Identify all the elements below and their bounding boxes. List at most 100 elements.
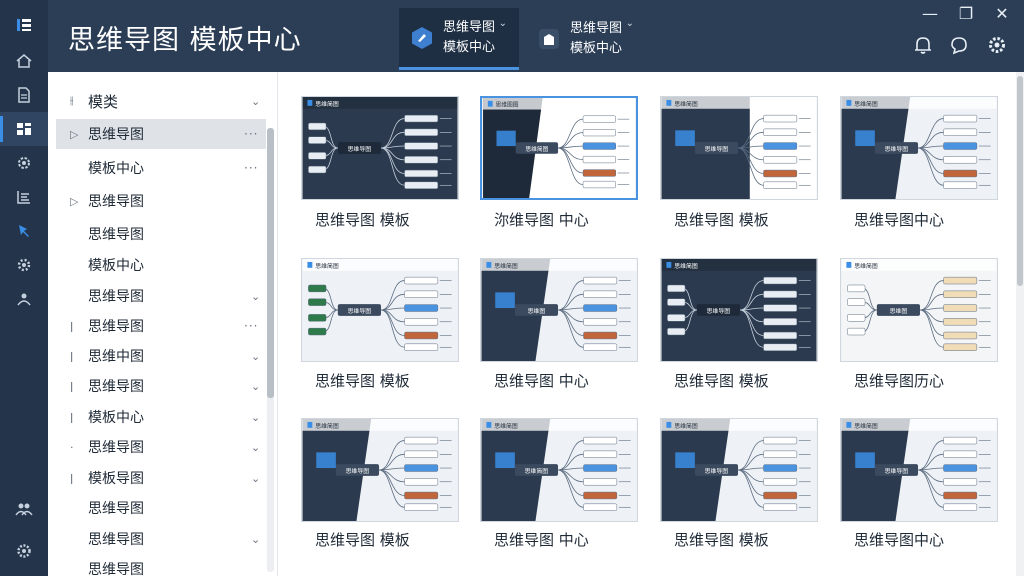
template-card[interactable]: 思维简图思维导图 bbox=[840, 96, 998, 200]
tree-item-label: 思维导图 bbox=[88, 440, 144, 456]
template-card[interactable]: 思维简图思维导图 bbox=[840, 418, 998, 522]
template-card-label[interactable]: 思维导图中心 bbox=[854, 531, 945, 549]
tab-mindmap-template-center-2[interactable]: 思维导图 模板中心 ⌄ bbox=[526, 8, 646, 70]
tab-mindmap-template-center[interactable]: 思维导图 模板中心 ⌄ bbox=[399, 8, 519, 70]
gear-icon[interactable] bbox=[0, 248, 48, 282]
tree-item[interactable]: 思维导图⌄ bbox=[56, 524, 314, 554]
template-card[interactable]: 思维简图思维导图 bbox=[660, 418, 818, 522]
svg-text:思维导图: 思维导图 bbox=[346, 467, 370, 475]
template-thumbnail: 思维简图思维简图 bbox=[481, 419, 637, 521]
grid-scrollbar[interactable] bbox=[1016, 72, 1024, 576]
template-card[interactable]: 思维图图思维简图 bbox=[480, 96, 638, 200]
restore-button[interactable]: ❐ bbox=[958, 3, 974, 23]
template-card[interactable]: 思维简图思维导图 bbox=[301, 96, 459, 200]
chevron-down-icon[interactable]: ⌄ bbox=[251, 94, 261, 108]
svg-text:思维简图: 思维简图 bbox=[525, 145, 548, 153]
list-icon[interactable] bbox=[0, 180, 48, 214]
template-card[interactable]: 思维简图思维图 bbox=[840, 258, 998, 362]
template-thumbnail: 思维简图思维导图 bbox=[661, 97, 817, 199]
tree-item[interactable]: 思维导图 bbox=[56, 554, 314, 576]
template-card[interactable]: 思维简图思维图 bbox=[480, 258, 638, 362]
template-card-label[interactable]: 思维导图 模板 bbox=[315, 372, 410, 390]
tree-scrollbar[interactable] bbox=[267, 128, 274, 572]
template-card-label[interactable]: 思维导图历心 bbox=[854, 372, 945, 390]
template-card-label[interactable]: 思维导图 中心 bbox=[494, 372, 589, 390]
tree-item[interactable]: 思维导图 ⌄ bbox=[56, 281, 314, 311]
tree-item[interactable]: ⫲模类⌄ bbox=[56, 86, 314, 116]
template-card[interactable]: 思维简图思维简图 bbox=[480, 418, 638, 522]
tree-item-label: 思维导图 bbox=[88, 289, 144, 305]
tree-item[interactable]: 思维导图 bbox=[56, 219, 314, 249]
tree-item-marker-icon: · bbox=[70, 440, 74, 454]
chevron-down-icon[interactable]: ⌄ bbox=[251, 440, 261, 454]
minimize-button[interactable]: — bbox=[922, 3, 938, 23]
svg-text:思维导图: 思维导图 bbox=[707, 307, 731, 315]
template-card[interactable]: 思维简图思维导图 bbox=[660, 96, 818, 200]
tree-item[interactable]: 思维导图 bbox=[56, 493, 314, 523]
cursor-icon[interactable] bbox=[0, 214, 48, 248]
svg-text:思维导图: 思维导图 bbox=[705, 467, 729, 475]
svg-text:思维简图: 思维简图 bbox=[525, 467, 549, 475]
tree-item-marker-icon: ⫲ bbox=[70, 94, 74, 107]
users-icon[interactable] bbox=[0, 492, 48, 526]
template-card-label[interactable]: 思维导图 中心 bbox=[494, 531, 589, 549]
template-card[interactable]: 思维简图思维导图 bbox=[301, 418, 459, 522]
tree-item[interactable]: ▷思维导图··· bbox=[56, 119, 266, 149]
template-card-label[interactable]: 思维导图 模板 bbox=[674, 531, 769, 549]
chevron-down-icon[interactable]: ⌄ bbox=[251, 532, 261, 546]
top-header: 思维导图 模板中心 思维导图 模板中心 ⌄ 思维导图 模板中心 ⌄ — ❐ ✕ bbox=[48, 0, 1024, 72]
svg-text:思维简图: 思维简图 bbox=[854, 422, 878, 430]
svg-text:思维简图: 思维简图 bbox=[854, 100, 878, 108]
settings-icon[interactable] bbox=[986, 34, 1008, 56]
tree-item[interactable]: 模板中心 bbox=[56, 250, 314, 280]
settings-icon[interactable] bbox=[0, 534, 48, 568]
svg-text:思维导图: 思维导图 bbox=[348, 307, 372, 315]
chevron-down-icon[interactable]: ⌄ bbox=[251, 289, 261, 303]
tree-item[interactable]: ▷思维导图 bbox=[56, 186, 314, 216]
template-card-label[interactable]: 思维导图 模板 bbox=[315, 531, 410, 549]
template-card-label[interactable]: 思维导图 模板 bbox=[315, 211, 410, 229]
bell-icon[interactable] bbox=[912, 34, 934, 56]
home-icon[interactable] bbox=[0, 44, 48, 78]
chevron-down-icon[interactable]: ⌄ bbox=[251, 410, 261, 424]
svg-text:思维图图: 思维图图 bbox=[496, 101, 519, 109]
chevron-down-icon[interactable]: ⌄ bbox=[251, 379, 261, 393]
team-icon[interactable] bbox=[0, 282, 48, 316]
template-card-label[interactable]: 思维导图 模板 bbox=[674, 372, 769, 390]
tree-item[interactable]: · 思维导图 ⌄ bbox=[56, 432, 314, 462]
grid-scrollbar-thumb[interactable] bbox=[1017, 76, 1023, 286]
chevron-down-icon[interactable]: ⌄ bbox=[251, 349, 261, 363]
tree-item-label: 思维导图 bbox=[88, 127, 144, 143]
tab-line2: 模板中心 bbox=[443, 39, 496, 55]
svg-text:思维导图: 思维导图 bbox=[348, 145, 372, 153]
svg-text:思维简图: 思维简图 bbox=[315, 100, 339, 108]
template-card-label[interactable]: 思维导图 模板 bbox=[674, 211, 769, 229]
template-card[interactable]: 思维简图思维导图 bbox=[660, 258, 818, 362]
close-button[interactable]: ✕ bbox=[995, 3, 1009, 23]
template-thumbnail: 思维简图思维导图 bbox=[302, 97, 458, 199]
more-options-icon[interactable]: ··· bbox=[244, 127, 259, 141]
template-card-label[interactable]: 沵维导图 中心 bbox=[494, 211, 589, 229]
tree-item-marker-icon: ▷ bbox=[70, 194, 79, 208]
template-card[interactable]: 思维简图思维导图 bbox=[301, 258, 459, 362]
tree-item-label: 思维导图 bbox=[88, 379, 144, 395]
tree-item[interactable]: 模板中心··· bbox=[56, 153, 314, 183]
document-icon[interactable] bbox=[0, 78, 48, 112]
grid-icon[interactable] bbox=[0, 112, 48, 146]
chevron-down-icon[interactable]: ⌄ bbox=[251, 471, 261, 485]
more-options-icon[interactable]: ··· bbox=[244, 319, 259, 333]
template-grid: 思维简图思维导图思维导图 模板思维图图思维简图沵维导图 中心思维简图思维导图思维… bbox=[280, 72, 1016, 576]
settings-gear-icon[interactable] bbox=[0, 146, 48, 180]
tree-item-marker-icon: ǀ bbox=[70, 349, 74, 363]
chevron-down-icon: ⌄ bbox=[498, 18, 507, 29]
more-options-icon[interactable]: ··· bbox=[244, 161, 259, 175]
template-card-label[interactable]: 思维导图中心 bbox=[854, 211, 945, 229]
chat-icon[interactable] bbox=[948, 34, 970, 56]
tree-scrollbar-thumb[interactable] bbox=[267, 128, 274, 398]
